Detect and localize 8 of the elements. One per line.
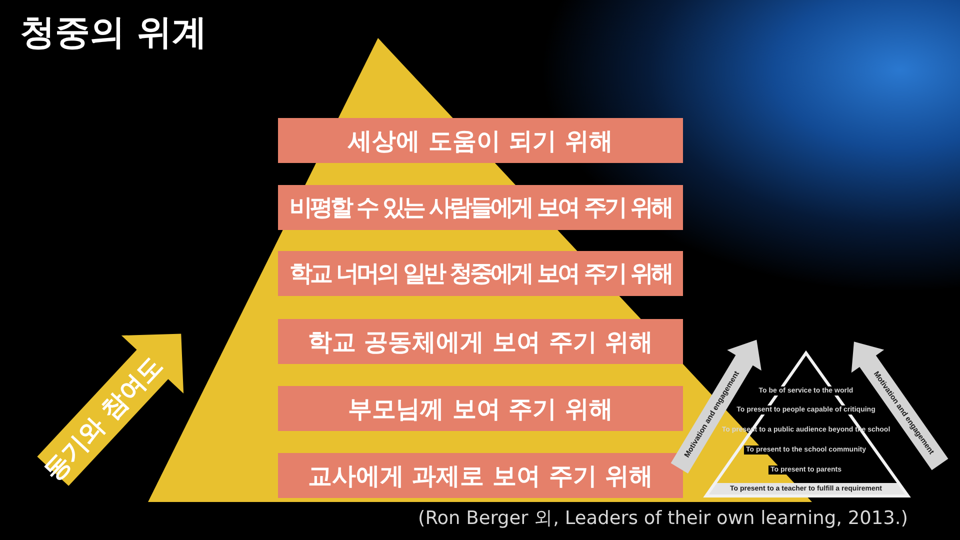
level-band: 교사에게 과제로 보여 주기 위해	[278, 453, 683, 498]
citation: (Ron Berger 외, Leaders of their own learning, 2013.)	[418, 508, 908, 530]
level-band: 세상에 도움이 되기 위해	[278, 118, 683, 163]
level-band: 부모님께 보여 주기 위해	[278, 386, 683, 431]
slide-title: 청중의 위계	[20, 14, 208, 52]
level-band: 학교 너머의 일반 청중에게 보여 주기 위해	[278, 251, 683, 296]
level-band: 학교 공동체에게 보여 주기 위해	[278, 319, 683, 364]
level-band: 비평할 수 있는 사람들에게 보여 주기 위해	[278, 185, 683, 230]
